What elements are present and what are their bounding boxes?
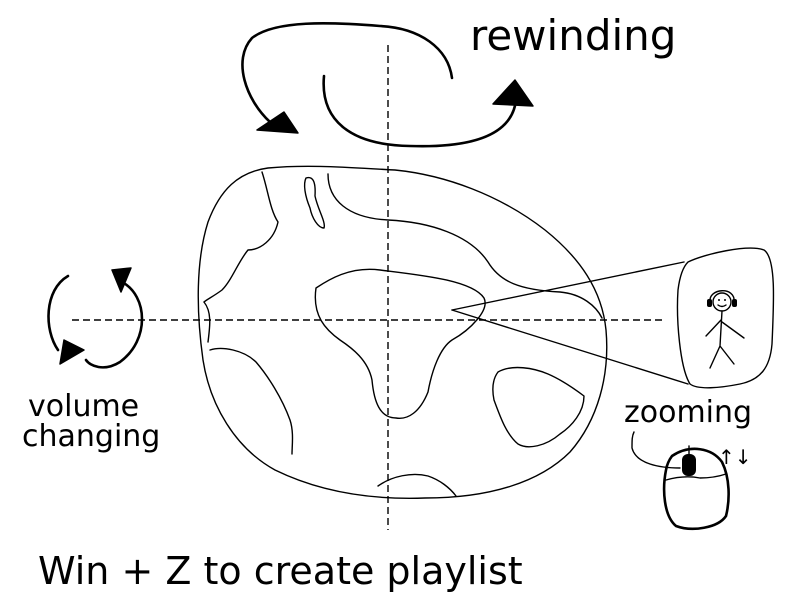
zoom-arrows-icon: ↑↓ <box>718 445 752 469</box>
rewind-loop-arrow <box>241 22 454 124</box>
rewind-hook-arrowhead <box>492 79 534 107</box>
crosshair-axes <box>72 45 662 530</box>
volume-right-arrowhead <box>111 267 132 293</box>
globe-outline <box>197 165 608 499</box>
mouse-cable <box>631 431 690 469</box>
headphone-left-cup <box>707 299 712 307</box>
mouse-scroll-wheel <box>682 454 696 476</box>
callout-bubble <box>676 247 775 389</box>
continent-top-left <box>203 171 279 303</box>
coast-left <box>203 301 211 343</box>
label-volume: volume <box>28 389 139 424</box>
label-zooming: zooming <box>624 395 752 430</box>
globe-icon <box>197 165 608 499</box>
label-changing: changing <box>22 419 160 454</box>
shortcut-caption: Win + Z to create playlist <box>38 549 523 593</box>
label-rewinding: rewinding <box>470 11 676 60</box>
callout-line-top <box>451 261 685 311</box>
volume-left-arc <box>47 274 70 352</box>
person-eye-left <box>718 299 720 301</box>
volume-gesture-arrows <box>47 267 144 369</box>
volume-right-arc <box>84 280 144 369</box>
mouse-body <box>662 447 730 530</box>
continent-top-right <box>327 173 603 319</box>
continent-center <box>314 268 486 419</box>
rewind-hook-arrow <box>322 74 518 148</box>
continent-right <box>492 366 585 448</box>
headphone-right-cup <box>732 299 737 307</box>
island-top <box>303 176 326 229</box>
mouse-icon <box>631 431 730 530</box>
volume-left-arrowhead <box>59 339 85 365</box>
continent-bottom-left <box>209 347 294 455</box>
person-smile <box>717 304 727 308</box>
person-eye-right <box>724 299 726 301</box>
callout-line-bottom <box>451 309 689 385</box>
person-body <box>705 310 745 369</box>
arc-bottom <box>377 473 457 497</box>
person-head <box>712 292 732 312</box>
headphone-band <box>709 290 735 303</box>
rewind-loop-arrowhead <box>256 111 299 134</box>
person-with-headphones-icon <box>705 290 745 369</box>
zoom-callout <box>451 247 775 389</box>
mouse-button-line <box>665 473 727 481</box>
rewind-gesture-arrows <box>241 22 534 148</box>
